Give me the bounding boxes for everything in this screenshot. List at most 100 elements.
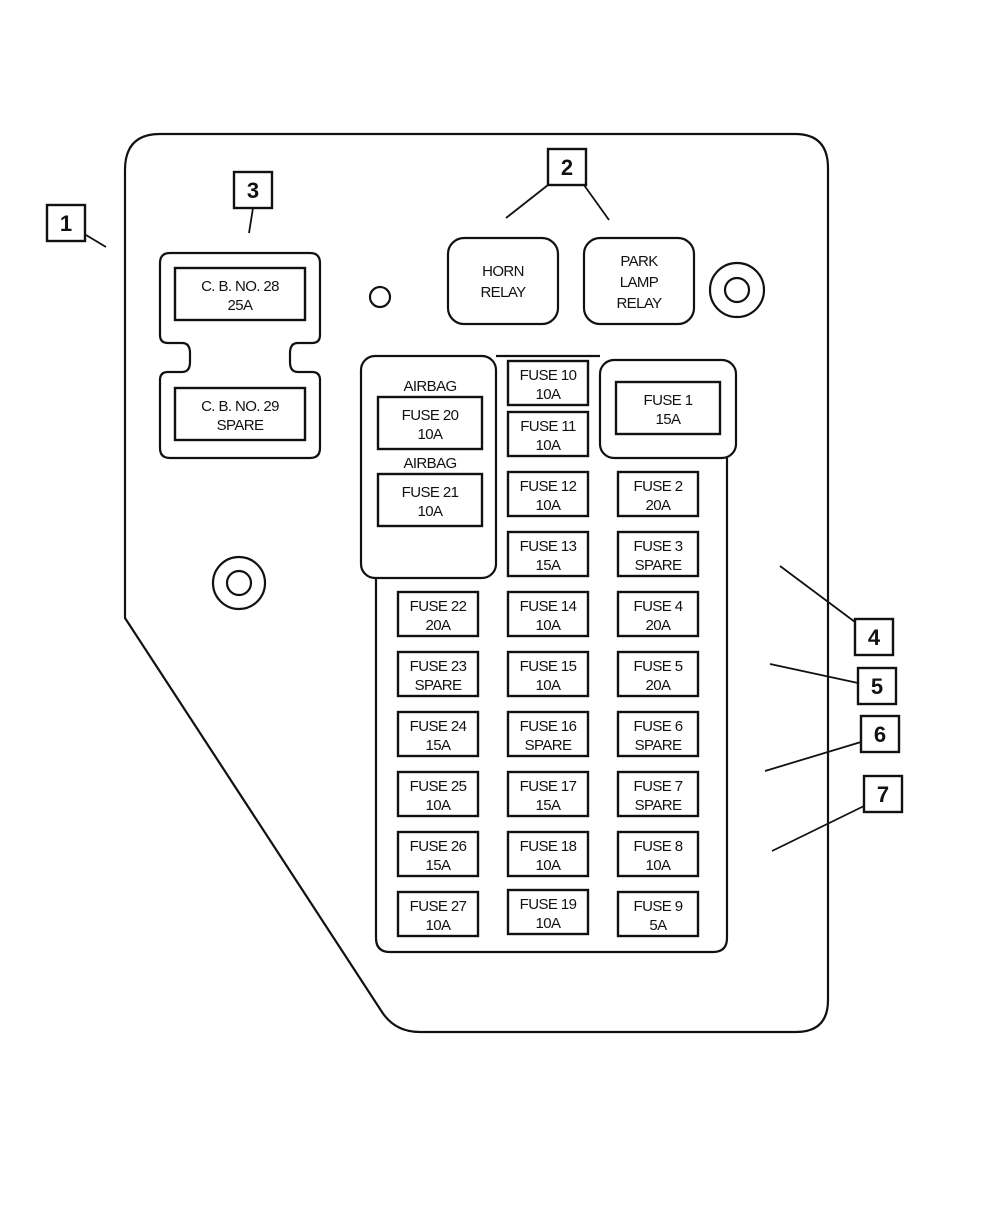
fuse-name: FUSE 1	[644, 392, 693, 409]
fuse-name: FUSE 23	[410, 658, 467, 675]
fuse-24[interactable]: FUSE 24 15A	[396, 710, 480, 758]
fuse-name: FUSE 11	[520, 418, 576, 435]
fuse-5[interactable]: FUSE 5 20A	[616, 650, 700, 698]
fuse-3[interactable]: FUSE 3 SPARE	[616, 530, 700, 578]
mounting-screw-top-right	[708, 261, 766, 319]
fuse-12[interactable]: FUSE 12 10A	[506, 470, 590, 518]
fuse-rating: 10A	[536, 617, 561, 634]
callout-3: 3	[232, 170, 274, 234]
fuse-rating: 25A	[228, 297, 253, 314]
fuse-rating: 10A	[426, 797, 451, 814]
fuse-name: FUSE 15	[520, 658, 577, 675]
fuse-name: FUSE 18	[520, 838, 577, 855]
fuse-17[interactable]: FUSE 17 15A	[506, 770, 590, 818]
fuse-rating: 15A	[426, 737, 451, 754]
relay-label-line: HORN	[482, 263, 524, 280]
fuse-name: FUSE 5	[634, 658, 683, 675]
fuse-rating: SPARE	[635, 737, 682, 754]
fuse-name: FUSE 12	[520, 478, 577, 495]
fuse-rating: 10A	[536, 386, 561, 403]
callout-5: 5	[769, 663, 898, 706]
callout-1: 1	[45, 203, 107, 248]
fuse-rating: 15A	[536, 557, 561, 574]
circuit-breaker-28[interactable]: C. B. NO. 28 25A	[173, 266, 307, 322]
fuse-name: FUSE 22	[410, 598, 467, 615]
fuse-rating: SPARE	[635, 797, 682, 814]
fuse-8[interactable]: FUSE 8 10A	[616, 830, 700, 878]
fuse-rating: 10A	[536, 497, 561, 514]
fuse-name: FUSE 27	[410, 898, 467, 915]
fuse-rating: 20A	[646, 677, 671, 694]
fuse-rating: SPARE	[635, 557, 682, 574]
fuse-name: FUSE 20	[402, 407, 459, 424]
fuse-name: FUSE 26	[410, 838, 467, 855]
fuse-rating: 15A	[536, 797, 561, 814]
fuse-rating: SPARE	[415, 677, 462, 694]
fuse-20[interactable]: FUSE 20 10A	[376, 395, 484, 451]
fuse-1-housing	[598, 358, 738, 460]
fuse-name: FUSE 7	[634, 778, 683, 795]
horn-relay[interactable]: HORN RELAY	[446, 236, 560, 326]
relay-label-line: RELAY	[616, 295, 662, 312]
callout-number: 7	[877, 782, 889, 807]
callout-number: 5	[871, 674, 883, 699]
fuse-name: FUSE 17	[520, 778, 577, 795]
park-lamp-relay[interactable]: PARK LAMP RELAY	[582, 236, 696, 326]
fuse-name: FUSE 9	[634, 898, 683, 915]
fuse-name: FUSE 8	[634, 838, 683, 855]
relay-label-line: LAMP	[620, 274, 659, 291]
callout-number: 2	[561, 155, 573, 180]
fuse-9[interactable]: FUSE 9 5A	[616, 890, 700, 938]
fuse-rating: 10A	[536, 677, 561, 694]
fuse-rating: 10A	[418, 503, 443, 520]
fuse-15[interactable]: FUSE 15 10A	[506, 650, 590, 698]
relay-label-line: RELAY	[480, 284, 526, 301]
fuse-25[interactable]: FUSE 25 10A	[396, 770, 480, 818]
fuse-7[interactable]: FUSE 7 SPARE	[616, 770, 700, 818]
callout-number: 3	[247, 178, 259, 203]
fuse-name: FUSE 4	[634, 598, 683, 615]
fuse-rating: 10A	[426, 917, 451, 934]
airbag-label: AIRBAG	[403, 455, 456, 472]
fuse-name: FUSE 16	[520, 718, 577, 735]
fuse-name: FUSE 24	[410, 718, 467, 735]
airbag-label: AIRBAG	[403, 378, 456, 395]
callout-2: 2	[505, 147, 610, 221]
mounting-hole	[368, 285, 392, 309]
fuse-panel-housing	[123, 132, 830, 1034]
fuse-27[interactable]: FUSE 27 10A	[396, 890, 480, 938]
fuse-rating: 5A	[649, 917, 667, 934]
airbag-fuse-housing	[359, 354, 498, 580]
mounting-screw-left	[211, 555, 267, 611]
callout-6: 6	[764, 714, 901, 772]
fuse-name: FUSE 25	[410, 778, 467, 795]
fuse-name: C. B. NO. 28	[201, 278, 279, 295]
fuse-rating: SPARE	[217, 417, 264, 434]
fuse-name: FUSE 3	[634, 538, 683, 555]
fuse-name: FUSE 19	[520, 896, 577, 913]
fuse-23[interactable]: FUSE 23 SPARE	[396, 650, 480, 698]
fuse-rating: 10A	[646, 857, 671, 874]
callout-4: 4	[779, 565, 895, 657]
fuse-rating: 10A	[418, 426, 443, 443]
callout-7: 7	[771, 774, 904, 852]
relay-label-line: PARK	[620, 253, 658, 270]
circuit-breaker-carrier	[158, 251, 322, 460]
callout-number: 6	[874, 722, 886, 747]
